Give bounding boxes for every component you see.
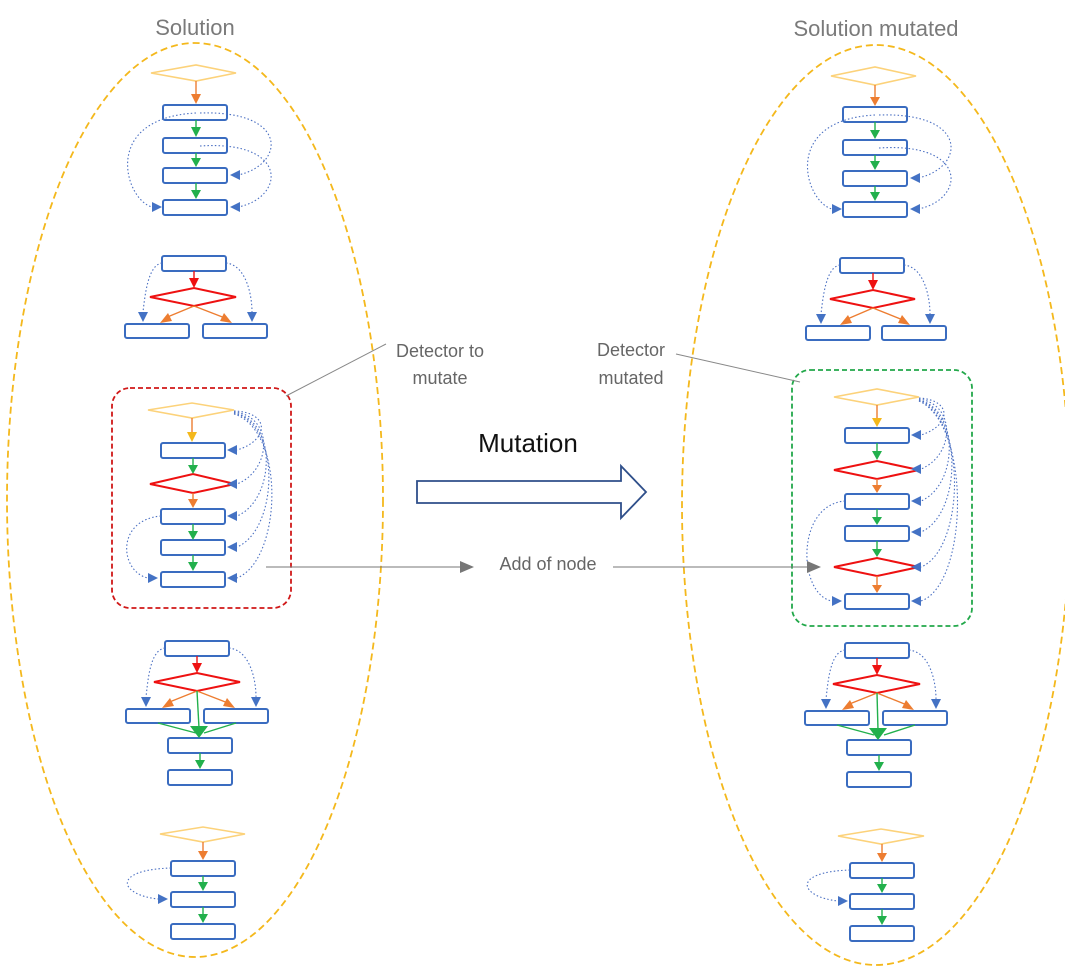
detector-right-5 [806, 828, 925, 942]
solution-ellipse [6, 42, 384, 958]
detector-to-mutate-label-line2: mutate [412, 368, 467, 388]
detector-left-2 [124, 255, 268, 339]
mutation-arrow [416, 463, 648, 521]
mutation-label: Mutation [478, 428, 578, 458]
detector-mutated-label-line2: mutated [598, 368, 663, 388]
right-title: Solution mutated [793, 16, 958, 41]
detector-mutated-label-line1: Detector [597, 340, 665, 360]
add-node-arrowhead-right [807, 561, 821, 573]
add-node-arrowhead-left [460, 561, 474, 573]
detector-right-3 [806, 388, 958, 610]
detector-left-1 [127, 64, 272, 216]
detector-mutated-frame [791, 369, 973, 627]
detector-to-mutate-label-line1: Detector to [396, 341, 484, 361]
left-title: Solution [155, 15, 235, 40]
detector-to-mutate-leader [285, 343, 387, 397]
detector-right-1 [806, 66, 952, 218]
add-node-label: Add of node [499, 554, 596, 574]
detector-right-4 [804, 642, 948, 788]
mutated-solution-ellipse [681, 44, 1065, 966]
detector-left-5 [126, 826, 246, 940]
detector-mutated-leader [675, 353, 801, 383]
detector-left-3 [126, 402, 273, 588]
detector-left-4 [125, 640, 269, 786]
detector-right-2 [805, 257, 947, 341]
